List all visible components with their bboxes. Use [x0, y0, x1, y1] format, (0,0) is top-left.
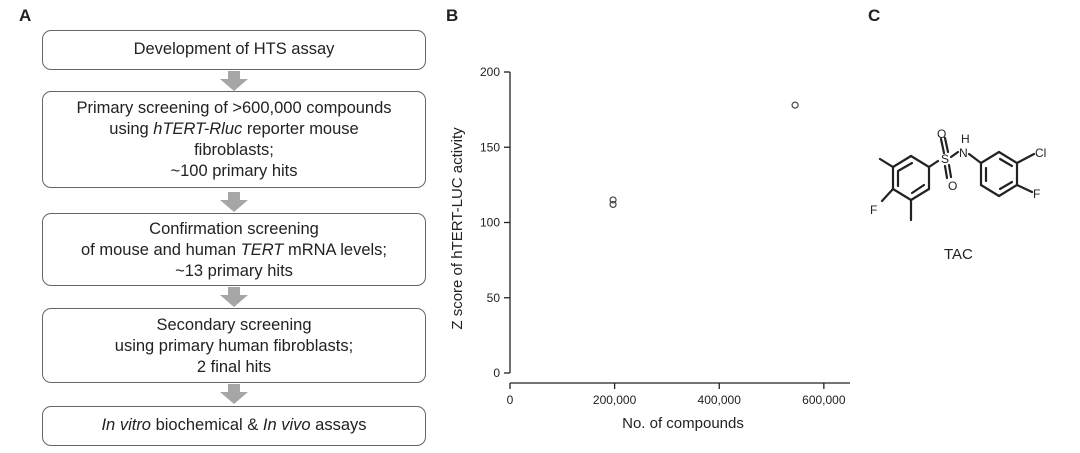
flow-step-hts-assay: Development of HTS assay	[42, 30, 426, 70]
flow-text-segment: Primary screening of >600,000 compounds	[76, 99, 392, 117]
flow-text-segment: Confirmation screening	[149, 220, 319, 238]
panel-label-a: A	[19, 6, 32, 25]
panel-label-c: C	[868, 6, 881, 25]
oxygen-atom-bottom: O	[948, 179, 957, 193]
flow-step-line: Development of HTS assay	[49, 39, 419, 60]
flow-step-line: ~13 primary hits	[49, 261, 419, 282]
flow-text-segment: 2 final hits	[196, 358, 272, 376]
y-tick-label: 150	[480, 140, 500, 154]
flow-text-segment: biochemical &	[151, 416, 263, 434]
flow-step-line: ~100 primary hits	[49, 161, 419, 182]
flow-step-line: using primary human fibroblasts;	[49, 336, 419, 357]
flow-text-segment: hTERT-Rluc	[153, 120, 243, 138]
down-arrow-icon	[220, 71, 248, 91]
data-point	[791, 101, 799, 109]
flow-text-segment: In vivo	[262, 416, 311, 434]
flow-step-primary-screening: Primary screening of >600,000 compounds u…	[42, 91, 426, 188]
flow-text-segment: assays	[310, 416, 367, 434]
hydrogen-atom: H	[961, 132, 970, 146]
flow-text-segment: Secondary screening	[156, 316, 312, 334]
oxygen-atom-top: O	[937, 127, 946, 141]
x-tick-label: 0	[507, 393, 514, 407]
flow-text-segment: reporter mouse	[242, 120, 359, 138]
flow-text-segment: fibroblasts;	[194, 141, 274, 159]
chlorine-atom: Cl	[1035, 146, 1046, 160]
flow-text-segment: ~100 primary hits	[170, 162, 298, 180]
x-tick-label: 600,000	[802, 393, 846, 407]
compound-label: TAC	[944, 246, 973, 263]
down-arrow-icon	[220, 384, 248, 404]
panel-label-b: B	[446, 6, 459, 25]
flow-text-segment: ~13 primary hits	[175, 262, 293, 280]
flow-step-line: Secondary screening	[49, 315, 419, 336]
x-tick-label: 400,000	[698, 393, 742, 407]
down-arrow-icon	[220, 287, 248, 307]
flow-text-segment: using	[109, 120, 154, 138]
flow-step-line: fibroblasts;	[49, 140, 419, 161]
fluorine-atom-right: F	[1033, 187, 1040, 201]
flow-step-secondary-screening: Secondary screening using primary human f…	[42, 308, 426, 383]
x-tick-label: 200,000	[593, 393, 637, 407]
structure-bonds	[878, 136, 1036, 222]
flow-step-line: Primary screening of >600,000 compounds	[49, 98, 419, 119]
y-tick-label: 50	[487, 291, 501, 305]
fluorine-atom-left: F	[870, 203, 877, 217]
flow-step-line: of mouse and human TERT mRNA levels;	[49, 240, 419, 261]
tac-chemical-structure: F S O O N H Cl F	[870, 127, 1046, 222]
flow-step-line: Confirmation screening	[49, 219, 419, 240]
data-point	[609, 200, 617, 209]
y-tick-label: 200	[480, 65, 500, 79]
structure-atoms: F S O O N H Cl F	[870, 127, 1046, 217]
flow-text-segment: mRNA levels;	[283, 241, 387, 259]
flow-step-line: using hTERT-Rluc reporter mouse	[49, 119, 419, 140]
flow-text-segment: TERT	[240, 241, 284, 259]
y-axis-title: Z score of hTERT-LUC activity	[449, 127, 466, 330]
flow-text-segment: using primary human fibroblasts;	[114, 337, 354, 355]
flow-step-line: In vitro biochemical & In vivo assays	[49, 415, 419, 436]
flow-step-assays: In vitro biochemical & In vivo assays	[42, 406, 426, 446]
y-tick-label: 0	[493, 366, 500, 380]
y-tick-label: 100	[480, 216, 500, 230]
flow-text-segment: Development of HTS assay	[133, 40, 335, 58]
flow-text-segment: In vitro	[101, 416, 151, 434]
down-arrow-icon	[220, 192, 248, 212]
x-axis-title: No. of compounds	[622, 415, 744, 432]
flow-text-segment: of mouse and human	[81, 241, 241, 259]
flow-step-confirmation-screening: Confirmation screening of mouse and human…	[42, 213, 426, 286]
nitrogen-atom: N	[959, 146, 968, 160]
data-point	[609, 196, 617, 204]
flow-step-line: 2 final hits	[49, 357, 419, 378]
sulfur-atom: S	[941, 152, 949, 166]
